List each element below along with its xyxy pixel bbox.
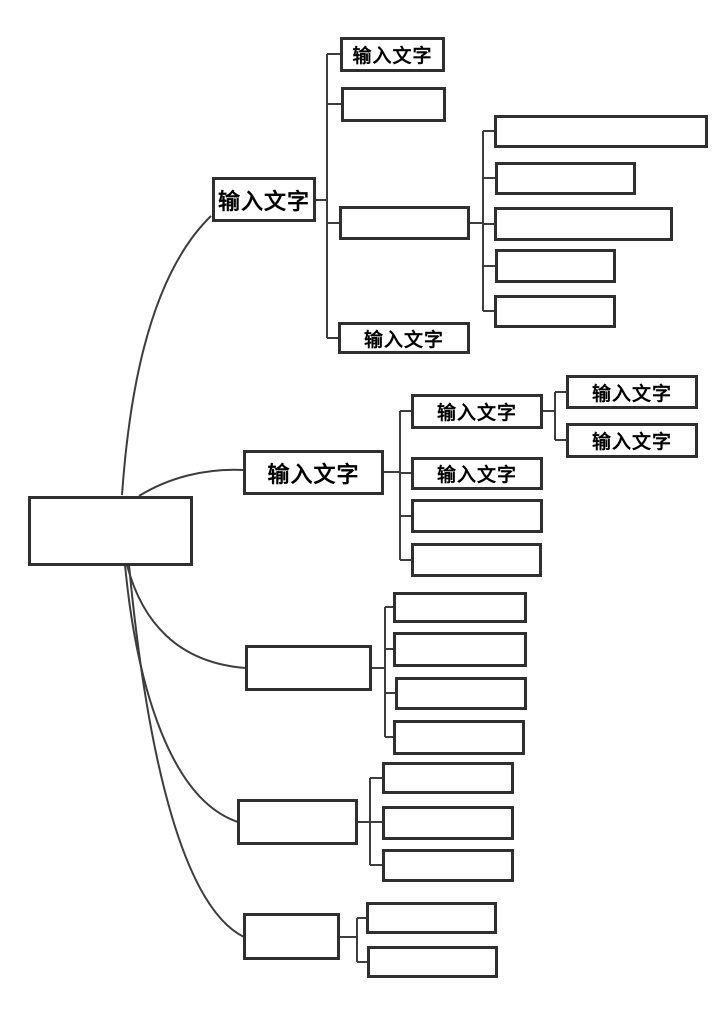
mindmap-node-branch1-child3-grandchild5[interactable]	[494, 295, 616, 328]
connector-branch5-children	[340, 917, 367, 963]
connector-root-branch2	[138, 468, 245, 497]
connector-branch1-children	[316, 53, 341, 339]
mindmap-node-branch5-child1[interactable]	[366, 902, 497, 934]
mindmap-node-branch3-child1[interactable]	[393, 592, 527, 623]
mindmap-node-branch3-child3[interactable]	[395, 677, 527, 710]
mindmap-node-branch4[interactable]	[237, 799, 358, 845]
mindmap-node-branch2-child1-grandchild1[interactable]: 输入文字	[566, 375, 698, 409]
mindmap-node-branch1-child4[interactable]: 输入文字	[338, 322, 470, 354]
mindmap-node-branch2-child3[interactable]	[411, 499, 543, 533]
mindmap-node-branch1[interactable]: 输入文字	[212, 177, 316, 222]
connector-root-branch4	[124, 564, 239, 823]
mindmap-node-branch3[interactable]	[245, 645, 372, 691]
mindmap-node-branch2-child2[interactable]: 输入文字	[411, 457, 543, 490]
mindmap-node-branch2[interactable]: 输入文字	[243, 450, 384, 495]
mindmap-node-branch2-child1[interactable]: 输入文字	[411, 394, 543, 429]
mindmap-node-branch4-child3[interactable]	[382, 849, 514, 882]
connector-branch2-children	[384, 410, 411, 561]
mindmap-node-branch2-child1-grandchild2[interactable]: 输入文字	[566, 423, 698, 458]
connector-root-branch3	[126, 564, 247, 669]
connector-branch4-children	[358, 777, 382, 866]
mindmap-node-branch1-child3-grandchild1[interactable]	[494, 115, 708, 148]
mindmap-node-root[interactable]	[28, 496, 193, 566]
mindmap-node-branch3-child2[interactable]	[393, 632, 527, 667]
mindmap-node-branch1-child2[interactable]	[341, 87, 446, 122]
connector-branch2-child1-grandchildren	[543, 391, 566, 441]
mindmap-node-branch1-child3[interactable]	[339, 206, 470, 240]
mindmap-node-branch5-child2[interactable]	[367, 946, 498, 978]
mindmap-node-branch2-child4[interactable]	[411, 543, 542, 577]
mindmap-node-branch4-child1[interactable]	[382, 762, 514, 794]
mindmap-node-branch1-child1[interactable]: 输入文字	[340, 37, 445, 72]
mindmap-node-branch1-child3-grandchild3[interactable]	[494, 207, 673, 241]
mindmap-node-branch4-child2[interactable]	[382, 806, 514, 840]
connector-root-branch5	[128, 564, 245, 938]
mindmap-node-branch1-child3-grandchild4[interactable]	[495, 249, 616, 283]
mindmap-node-branch5[interactable]	[243, 913, 340, 960]
mindmap-node-branch1-child3-grandchild2[interactable]	[495, 162, 636, 195]
connector-branch3-children	[372, 606, 395, 738]
connector-branch1-child3-grandchildren	[470, 130, 495, 312]
connector-root-branch1	[121, 215, 212, 496]
mindmap-node-branch3-child4[interactable]	[393, 720, 525, 755]
